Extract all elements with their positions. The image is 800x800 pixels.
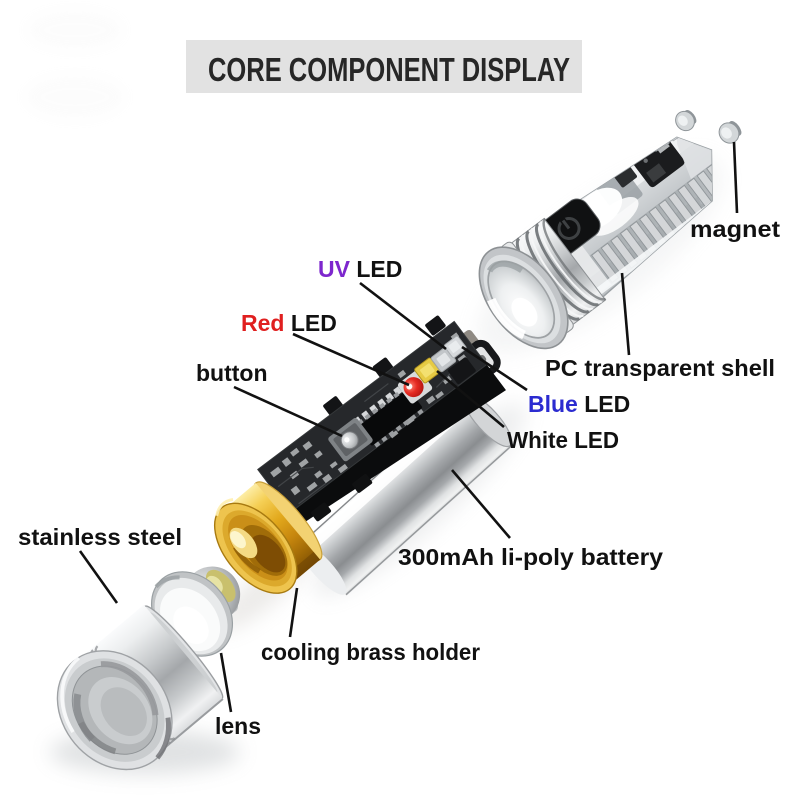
svg-text:lens: lens — [215, 713, 261, 739]
svg-text:button: button — [196, 360, 268, 386]
svg-text:cooling brass holder: cooling brass holder — [261, 639, 480, 665]
svg-text:Blue LED: Blue LED — [528, 391, 630, 417]
svg-text:Red LED: Red LED — [241, 310, 337, 336]
svg-text:stainless steel: stainless steel — [18, 524, 182, 550]
svg-text:CORE COMPONENT DISPLAY: CORE COMPONENT DISPLAY — [208, 51, 570, 88]
svg-text:PC transparent shell: PC transparent shell — [545, 355, 775, 381]
svg-text:magnet: magnet — [690, 216, 780, 242]
svg-text:UV LED: UV LED — [318, 256, 402, 282]
svg-text:White LED: White LED — [507, 427, 619, 453]
svg-text:300mAh li-poly battery: 300mAh li-poly battery — [398, 544, 663, 570]
